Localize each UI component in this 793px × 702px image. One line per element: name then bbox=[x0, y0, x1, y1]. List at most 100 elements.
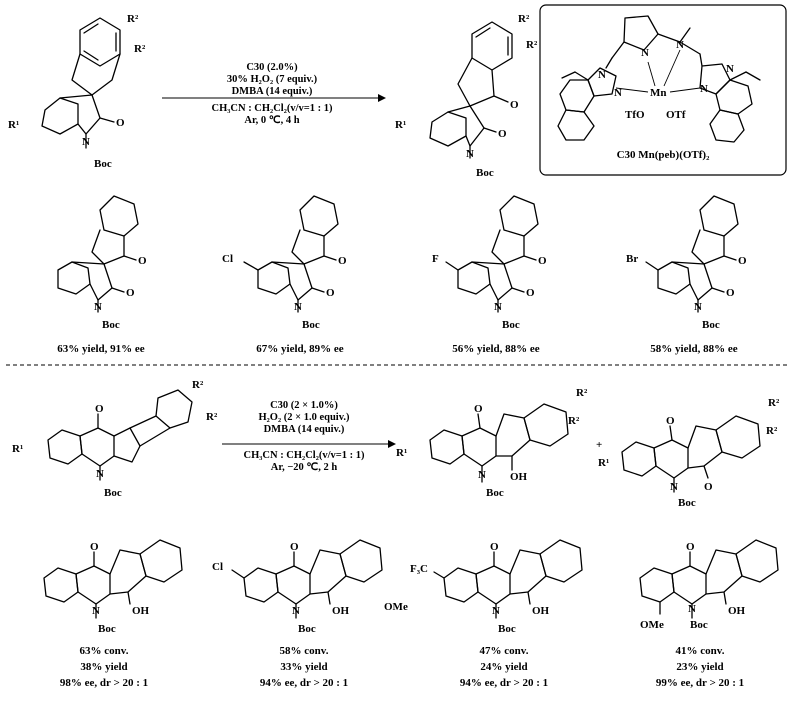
oxygen-label: O bbox=[90, 541, 99, 553]
nitrogen-label: N bbox=[676, 39, 684, 51]
nitrogen-label: N bbox=[96, 468, 104, 480]
nitrogen-label: N bbox=[492, 605, 500, 617]
oxygen-label: O bbox=[474, 403, 483, 415]
r1-label: R¹ bbox=[598, 457, 609, 469]
substituent-label: F₃C bbox=[410, 563, 428, 575]
r2-label: R² bbox=[518, 13, 530, 25]
r2-label: R² bbox=[127, 13, 139, 25]
conversion-text: 41% conv. bbox=[676, 645, 725, 657]
nitrogen-label: N bbox=[92, 605, 100, 617]
condition-line: CH₃CN : CH₂Cl₂(v/v=1 : 1) bbox=[244, 450, 365, 461]
conversion-text: 47% conv. bbox=[480, 645, 529, 657]
oxygen-label: O bbox=[138, 255, 147, 267]
oxygen-label: O bbox=[704, 481, 713, 493]
catalyst-box: N N N N N N Mn TfO OTf C30 Mn(peb)(OTf)₂ bbox=[539, 4, 787, 176]
oxygen-label: O bbox=[510, 99, 519, 111]
bottom-product-3 bbox=[433, 539, 583, 619]
boc-label: Boc bbox=[302, 319, 320, 331]
nitrogen-label: N bbox=[700, 83, 708, 95]
top-product-1 bbox=[57, 195, 139, 313]
bottom-product-1 bbox=[43, 539, 183, 619]
r2-label: R² bbox=[134, 43, 146, 55]
oxygen-label: O bbox=[498, 128, 507, 140]
r2-label: R² bbox=[768, 397, 780, 409]
nitrogen-label: N bbox=[598, 69, 606, 81]
condition-line: Ar, −20 ℃, 2 h bbox=[271, 461, 338, 473]
r2-label: R² bbox=[206, 411, 218, 423]
result-text: 58% yield, 88% ee bbox=[650, 343, 737, 355]
condition-line: Ar, 0 ℃, 4 h bbox=[244, 114, 299, 126]
top-product-4 bbox=[645, 195, 739, 313]
oxygen-label: O bbox=[666, 415, 675, 427]
ee-text: 99% ee, dr > 20 : 1 bbox=[656, 677, 744, 689]
nitrogen-label: N bbox=[726, 63, 734, 75]
nitrogen-label: N bbox=[294, 301, 302, 313]
oxygen-label: O bbox=[290, 541, 299, 553]
boc-label: Boc bbox=[486, 487, 504, 499]
plus-sign: + bbox=[596, 439, 602, 451]
r1-label: R¹ bbox=[12, 443, 23, 455]
condition-line: C30 (2 × 1.0%) bbox=[270, 400, 338, 411]
top-reaction-arrow: C30 (2.0%) 30% H₂O₂ (7 equiv.) DMBA (14 … bbox=[162, 62, 386, 126]
nitrogen-label: N bbox=[614, 87, 622, 99]
bottom-product-4 bbox=[639, 539, 779, 619]
substituent-label: Cl bbox=[222, 253, 233, 265]
boc-label: Boc bbox=[94, 158, 112, 170]
oxygen-label: O bbox=[95, 403, 104, 415]
boc-label: Boc bbox=[678, 497, 696, 509]
result-text: 63% yield, 91% ee bbox=[57, 343, 144, 355]
nitrogen-label: N bbox=[82, 136, 90, 148]
boc-label: Boc bbox=[498, 623, 516, 635]
hydroxyl-label: OH bbox=[132, 605, 150, 617]
conversion-text: 63% conv. bbox=[80, 645, 129, 657]
substituent-label: F bbox=[432, 253, 439, 265]
ee-text: 94% ee, dr > 20 : 1 bbox=[460, 677, 548, 689]
top-product-2 bbox=[243, 195, 339, 313]
oxygen-label: O bbox=[686, 541, 695, 553]
boc-label: Boc bbox=[476, 167, 494, 179]
condition-line: CH₃CN : CH₂Cl₂(v/v=1 : 1) bbox=[212, 103, 333, 114]
boc-label: Boc bbox=[702, 319, 720, 331]
condition-line: C30 (2.0%) bbox=[246, 62, 298, 73]
boc-label: Boc bbox=[502, 319, 520, 331]
substituent-label: Br bbox=[626, 253, 638, 265]
result-text: 67% yield, 89% ee bbox=[256, 343, 343, 355]
oxygen-label: O bbox=[490, 541, 499, 553]
condition-line: H₂O₂ (2 × 1.0 equiv.) bbox=[258, 412, 350, 423]
oxygen-label: O bbox=[538, 255, 547, 267]
catalyst-name: C30 Mn(peb)(OTf)₂ bbox=[617, 149, 711, 161]
condition-line: DMBA (14 equiv.) bbox=[232, 86, 313, 97]
nitrogen-label: N bbox=[466, 148, 474, 160]
condition-line: 30% H₂O₂ (7 equiv.) bbox=[227, 74, 318, 85]
nitrogen-label: N bbox=[641, 47, 649, 59]
nitrogen-label: N bbox=[94, 301, 102, 313]
bottom-product-b bbox=[621, 415, 761, 493]
substituent-label: Cl bbox=[212, 561, 223, 573]
oxygen-label: O bbox=[126, 287, 135, 299]
nitrogen-label: N bbox=[688, 603, 696, 615]
top-product: R² R² R¹ O O N Boc bbox=[395, 13, 538, 179]
nitrogen-label: N bbox=[670, 481, 678, 493]
conversion-text: 58% conv. bbox=[280, 645, 329, 657]
bottom-reaction-arrow: C30 (2 × 1.0%) H₂O₂ (2 × 1.0 equiv.) DMB… bbox=[222, 400, 396, 473]
stray-label: OMe bbox=[384, 601, 408, 613]
manganese-label: Mn bbox=[650, 87, 667, 99]
bottom-product-a bbox=[429, 403, 569, 483]
substituent-label: OMe bbox=[640, 619, 664, 631]
triflate-label: TfO bbox=[625, 109, 645, 121]
oxygen-label: O bbox=[116, 117, 125, 129]
r2-label: R² bbox=[192, 379, 204, 391]
r2-label: R² bbox=[568, 415, 580, 427]
r2-label: R² bbox=[766, 425, 778, 437]
condition-line: DMBA (14 equiv.) bbox=[264, 424, 345, 435]
yield-text: 24% yield bbox=[480, 661, 527, 673]
hydroxyl-label: OH bbox=[728, 605, 746, 617]
ee-text: 94% ee, dr > 20 : 1 bbox=[260, 677, 348, 689]
r1-label: R¹ bbox=[8, 119, 19, 131]
hydroxyl-label: OH bbox=[532, 605, 550, 617]
triflate-label: OTf bbox=[666, 109, 686, 121]
yield-text: 23% yield bbox=[676, 661, 723, 673]
boc-label: Boc bbox=[102, 319, 120, 331]
oxygen-label: O bbox=[338, 255, 347, 267]
